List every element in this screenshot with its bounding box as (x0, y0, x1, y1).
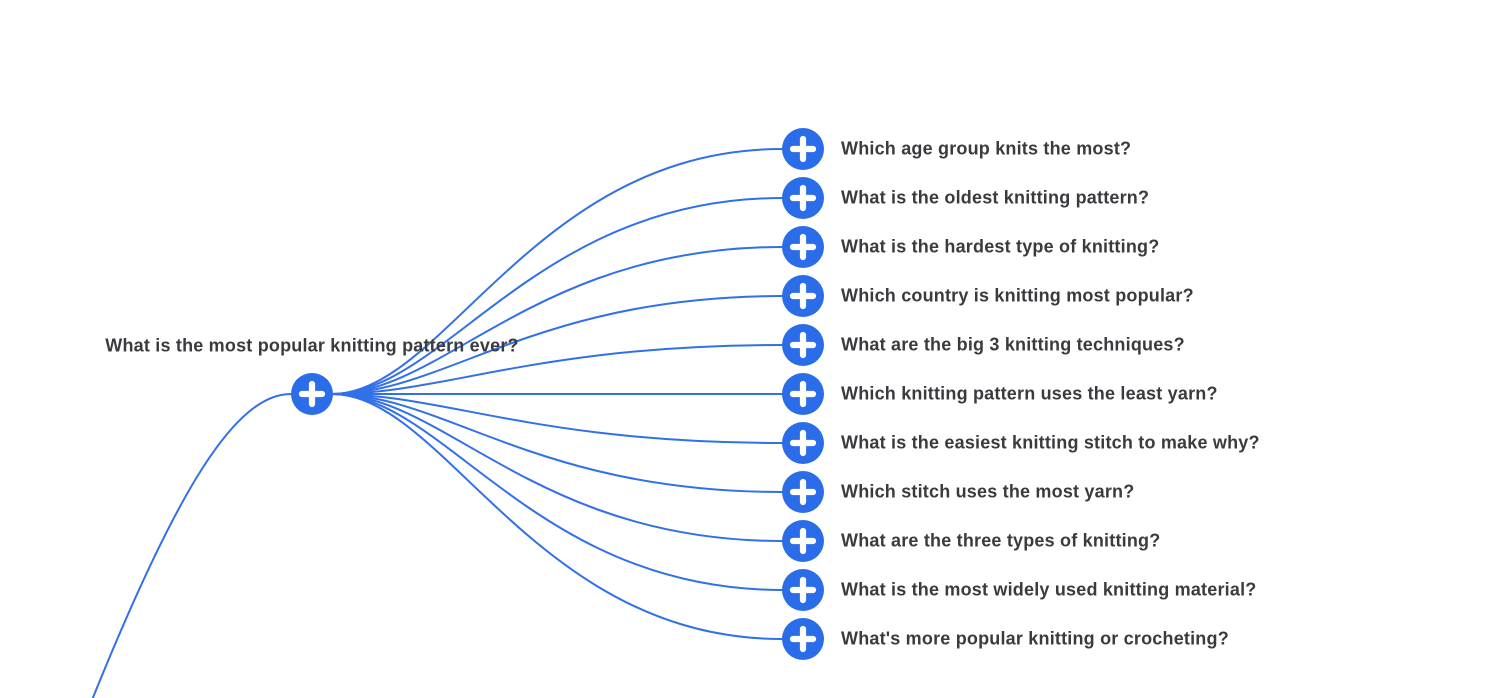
child-node-label[interactable]: Which stitch uses the most yarn? (841, 481, 1135, 502)
child-node-label[interactable]: What's more popular knitting or crocheti… (841, 628, 1229, 649)
plus-icon (298, 380, 326, 408)
edge-line (331, 393, 783, 591)
plus-icon (789, 282, 817, 310)
plus-icon (789, 135, 817, 163)
plus-icon (789, 331, 817, 359)
plus-icon (789, 625, 817, 653)
edge-line (331, 393, 783, 640)
child-expand-button[interactable] (782, 618, 824, 660)
plus-icon (789, 576, 817, 604)
edge-line (331, 393, 783, 444)
edge-line (331, 344, 783, 395)
child-expand-button[interactable] (782, 471, 824, 513)
plus-icon (789, 478, 817, 506)
root-expand-button[interactable] (291, 373, 333, 415)
edge-line (331, 197, 783, 395)
child-node-label[interactable]: Which country is knitting most popular? (841, 285, 1194, 306)
child-expand-button[interactable] (782, 275, 824, 317)
edge-line (331, 246, 783, 395)
root-node-label[interactable]: What is the most popular knitting patter… (105, 335, 519, 356)
edge-line (331, 393, 783, 493)
plus-icon (789, 380, 817, 408)
child-node-label[interactable]: Which age group knits the most? (841, 138, 1132, 159)
child-expand-button[interactable] (782, 520, 824, 562)
child-expand-button[interactable] (782, 226, 824, 268)
plus-icon (789, 429, 817, 457)
edge-line (331, 148, 783, 395)
parent-edge-line (91, 393, 292, 698)
child-expand-button[interactable] (782, 373, 824, 415)
child-node-label[interactable]: What are the three types of knitting? (841, 530, 1161, 551)
edge-line (331, 295, 783, 395)
child-expand-button[interactable] (782, 177, 824, 219)
child-node-label[interactable]: What is the easiest knitting stitch to m… (841, 432, 1260, 453)
child-node-label[interactable]: What is the oldest knitting pattern? (841, 187, 1150, 208)
child-node-label[interactable]: Which knitting pattern uses the least ya… (841, 383, 1218, 404)
child-expand-button[interactable] (782, 324, 824, 366)
child-node-label[interactable]: What are the big 3 knitting techniques? (841, 334, 1185, 355)
plus-icon (789, 233, 817, 261)
plus-icon (789, 184, 817, 212)
edge-line (331, 393, 783, 542)
child-expand-button[interactable] (782, 128, 824, 170)
child-expand-button[interactable] (782, 422, 824, 464)
child-node-label[interactable]: What is the most widely used knitting ma… (841, 579, 1257, 600)
child-expand-button[interactable] (782, 569, 824, 611)
child-node-label[interactable]: What is the hardest type of knitting? (841, 236, 1160, 257)
plus-icon (789, 527, 817, 555)
